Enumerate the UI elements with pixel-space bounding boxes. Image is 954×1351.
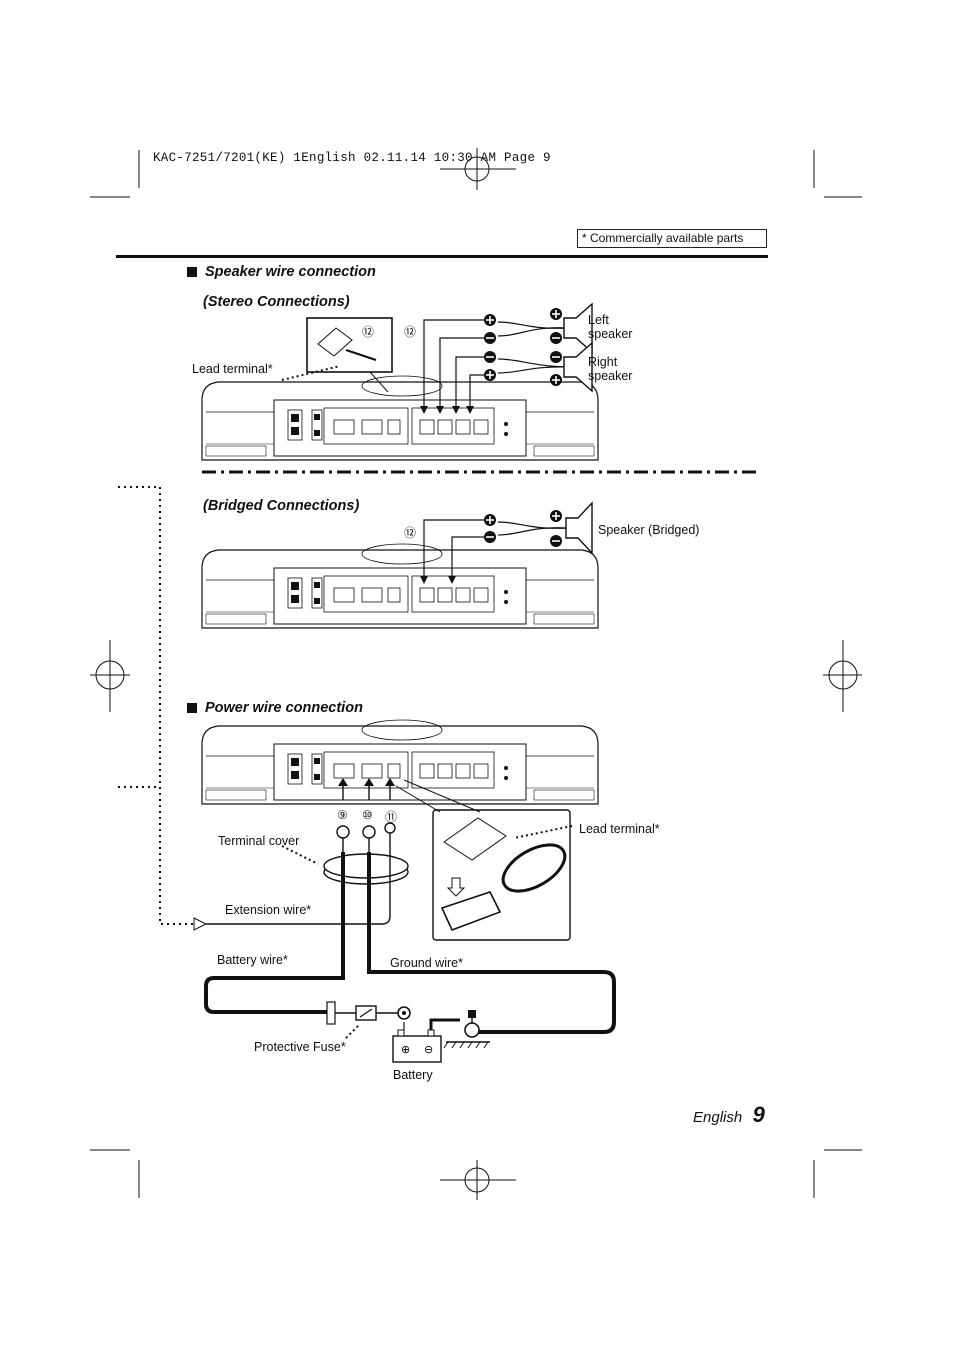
commercial-parts-note: * Commercially available parts <box>577 229 767 248</box>
bullet-square-icon <box>187 267 197 277</box>
extension-wire-label: Extension wire* <box>225 903 312 917</box>
svg-text:⊖: ⊖ <box>424 1043 433 1056</box>
page-footer: English 9 <box>693 1102 765 1128</box>
power-diagram: ⊕ ⊖ <box>201 719 616 1063</box>
ref-12-stereo: ⑫ <box>404 325 417 339</box>
ref-9: ⑨ <box>337 808 348 822</box>
bullet-square-icon <box>187 703 197 713</box>
left-speaker-label: Left speaker <box>588 313 633 341</box>
ref-12-bridged: ⑫ <box>404 526 417 540</box>
lead-terminal-label: Lead terminal* <box>192 362 273 376</box>
ref-12-inset: ⑫ <box>362 325 375 339</box>
ref-11: ⑪ <box>385 810 398 824</box>
speaker-bridged-label: Speaker (Bridged) <box>598 523 700 537</box>
print-slug: KAC-7251/7201(KE) 1English 02.11.14 10:3… <box>153 151 551 165</box>
svg-text:⊕: ⊕ <box>401 1043 410 1056</box>
bridged-diagram <box>201 501 599 629</box>
crop-marks <box>90 148 862 1200</box>
ground-wire-label: Ground wire* <box>390 956 463 970</box>
power-lead-terminal-label: Lead terminal* <box>579 822 660 836</box>
right-speaker-label: Right speaker <box>588 355 633 383</box>
footer-language: English <box>693 1109 743 1126</box>
bridged-title: (Bridged Connections) <box>203 498 360 514</box>
power-section-heading: Power wire connection <box>187 700 363 716</box>
stereo-title: (Stereo Connections) <box>203 294 350 310</box>
speaker-section-heading: Speaker wire connection <box>187 264 376 280</box>
ref-10: ⑩ <box>362 808 373 822</box>
speaker-section-title: Speaker wire connection <box>205 264 376 280</box>
power-section-title: Power wire connection <box>205 700 363 716</box>
protective-fuse-label: Protective Fuse* <box>254 1040 346 1054</box>
terminal-cover-label: Terminal cover <box>218 834 300 848</box>
battery-label: Battery <box>393 1068 433 1082</box>
stereo-diagram <box>201 303 599 461</box>
footer-page-number: 9 <box>752 1102 765 1127</box>
battery-wire-label: Battery wire* <box>217 953 288 967</box>
